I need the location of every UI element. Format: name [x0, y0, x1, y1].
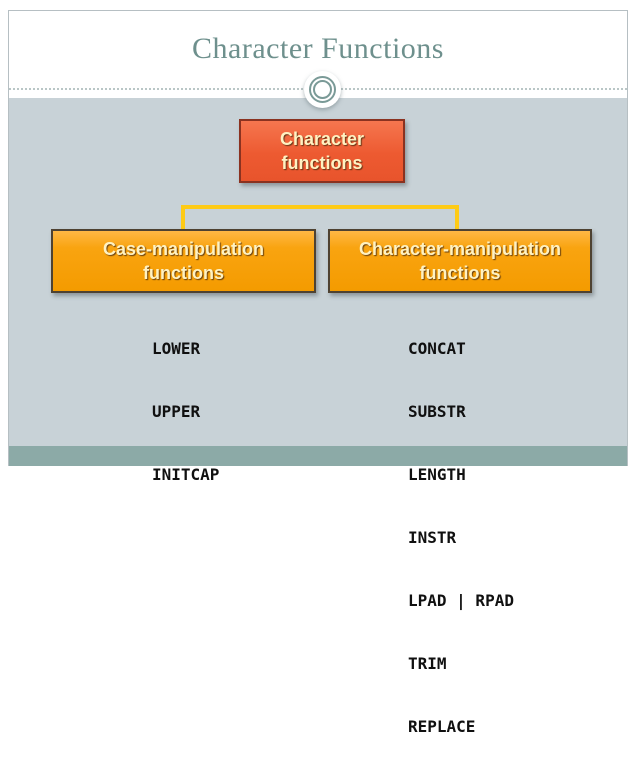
character-function-list: CONCAT SUBSTR LENGTH INSTR LPAD | RPAD T… [408, 296, 514, 779]
list-item: LOWER [152, 339, 201, 358]
circle-ornament-icon [304, 71, 341, 108]
node-label-line: Character [279, 129, 365, 149]
list-item: LENGTH [408, 465, 466, 484]
node-label-line: functions [281, 153, 363, 173]
connector-bracket [181, 205, 459, 231]
list-item: LPAD | RPAD [408, 591, 514, 610]
list-item: REPLACE [408, 717, 476, 736]
slide: Character Functions Character functions … [8, 10, 628, 736]
bottom-band [9, 446, 627, 466]
slide-title: Character Functions [192, 32, 444, 65]
slide-body: Character functions Case-manipulation fu… [9, 98, 627, 736]
node-character-manipulation: Character-manipulation functions [328, 229, 592, 293]
node-label-line: functions [143, 263, 224, 283]
list-item: INSTR [408, 528, 457, 547]
list-item: TRIM [408, 654, 447, 673]
node-label-line: Case-manipulation [102, 239, 265, 259]
node-character-functions: Character functions [239, 119, 405, 183]
case-function-list: LOWER UPPER INITCAP [152, 296, 219, 527]
node-label-line: functions [419, 263, 501, 283]
ornament-inner-ring [313, 80, 332, 99]
node-case-manipulation: Case-manipulation functions [51, 229, 316, 293]
list-item: CONCAT [408, 339, 466, 358]
list-item: UPPER [152, 402, 201, 421]
ornament-outer-ring [309, 76, 336, 103]
list-item: INITCAP [152, 465, 220, 484]
list-item: SUBSTR [408, 402, 466, 421]
node-label-line: Character-manipulation [358, 239, 562, 259]
